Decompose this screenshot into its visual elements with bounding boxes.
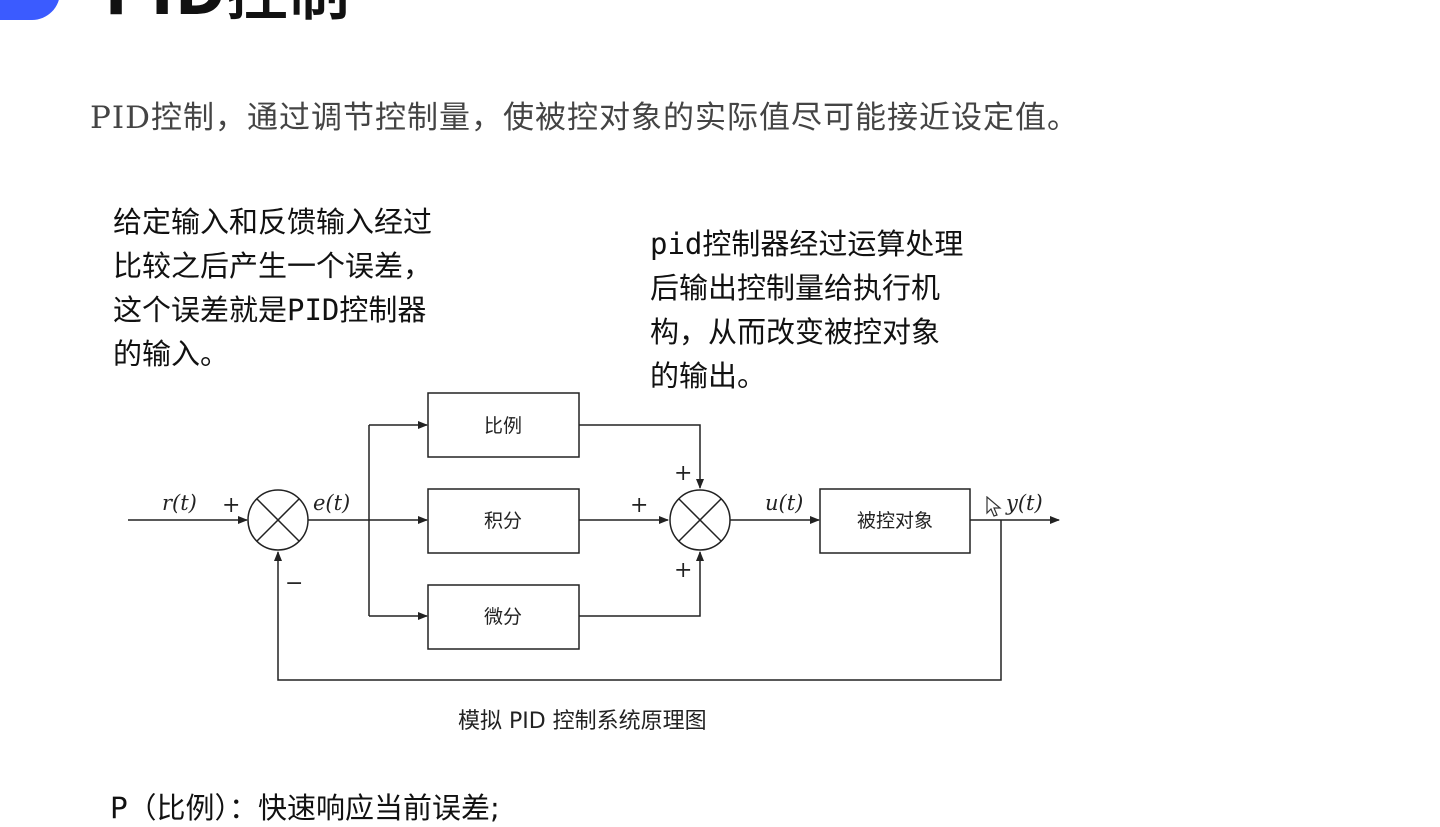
sum2-bottom-plus-sign: + (674, 558, 692, 583)
sum2-left-plus-sign: + (630, 493, 648, 518)
mouse-cursor-icon (986, 496, 1002, 517)
derivative-block (427, 584, 580, 650)
input-signal-label: r(t) (162, 491, 197, 515)
output-signal-label: y(t) (1005, 491, 1043, 515)
intro-text: PID控制，通过调节控制量，使被控对象的实际值尽可能接近设定值。 (90, 100, 1079, 136)
annotation-controller-output: pid控制器经过运算处理 后输出控制量给执行机 构，从而改变被控对象 的输出。 (650, 227, 964, 393)
feedback-line (274, 520, 1002, 681)
proportional-label: 比例 (484, 415, 522, 437)
error-signal-label: e(t) (313, 491, 350, 515)
plant-label: 被控对象 (857, 510, 933, 532)
sum1-plus-sign: + (222, 493, 240, 518)
title-accent-badge (0, 0, 60, 20)
proportional-description: P（比例）：快速响应当前误差; (110, 791, 500, 825)
control-signal-label: u(t) (765, 491, 803, 515)
integral-label: 积分 (484, 510, 522, 532)
diagram-caption: 模拟 PID 控制系统原理图 (458, 709, 707, 734)
p-to-sum2 (579, 424, 704, 489)
page-title: PID控制 (105, 0, 351, 24)
integral-block (427, 488, 580, 554)
plant-block (819, 488, 971, 554)
d-to-sum2 (579, 551, 704, 617)
pid-block-diagram: 比例 积分 微分 被控对象 r(t) e(t) u(t) y(t) + − + … (128, 392, 1060, 681)
sum2-top-plus-sign: + (674, 461, 692, 486)
annotation-error-input: 给定输入和反馈输入经过 比较之后产生一个误差， 这个误差就是PID控制器 的输入… (113, 205, 433, 371)
derivative-label: 微分 (484, 606, 522, 628)
sum1-minus-sign: − (285, 571, 303, 596)
